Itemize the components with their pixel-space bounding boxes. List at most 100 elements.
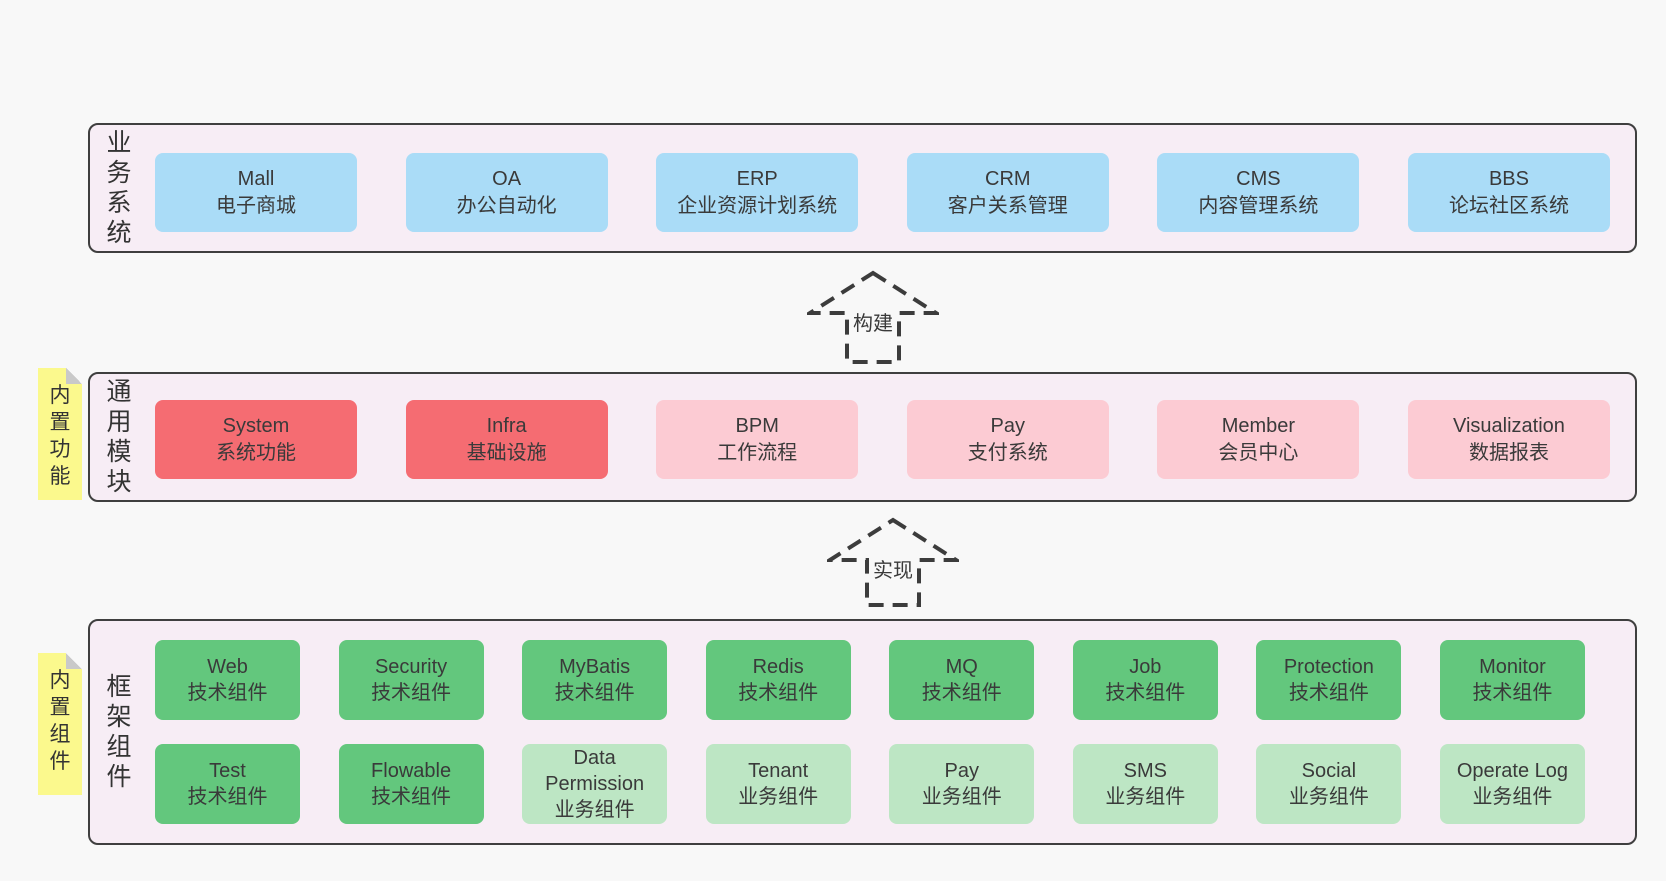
box-crm: CRM 客户关系管理	[906, 153, 1109, 232]
box-subtitle: 支付系统	[967, 441, 1048, 464]
box-title: Operate Log	[1456, 760, 1569, 782]
box-title: MQ	[945, 656, 978, 678]
panel-title-business: 业务系统	[106, 129, 132, 247]
panel-title-modules: 通用模块	[106, 378, 132, 496]
box-title: Test	[209, 760, 246, 782]
box-title: Redis	[752, 656, 804, 678]
build-arrow: 构建	[807, 270, 939, 364]
box-bbs: BBS 论坛社区系统	[1407, 153, 1610, 232]
box-redis: Redis 技术组件	[705, 640, 851, 720]
business-systems-panel: 业务系统 Mall 电子商城 OA 办公自动化 ERP 企业资源计划系统 CRM…	[88, 123, 1637, 253]
box-subtitle: 技术组件	[371, 786, 452, 808]
box-title: Security	[374, 656, 448, 678]
box-title: Job	[1129, 656, 1162, 678]
box-pay-business: Pay 业务组件	[889, 744, 1035, 824]
dashed-up-arrow-icon	[807, 270, 939, 364]
box-subtitle: 论坛社区系统	[1448, 194, 1569, 217]
box-subtitle: 内容管理系统	[1198, 194, 1319, 217]
dashed-up-arrow-icon	[827, 517, 959, 607]
box-title: Flowable	[371, 760, 452, 782]
sticky-label: 内置功能	[49, 384, 71, 488]
box-infra: Infra 基础设施	[405, 400, 608, 479]
box-subtitle: 业务组件	[1288, 786, 1369, 808]
box-mall: Mall 电子商城	[155, 153, 357, 232]
box-title: Web	[207, 656, 248, 678]
box-data-permission: Data Permission 业务组件	[522, 744, 668, 824]
box-tenant: Tenant 业务组件	[705, 744, 851, 824]
box-cms: CMS 内容管理系统	[1157, 153, 1360, 232]
box-title: System	[222, 414, 290, 437]
box-title: Protection	[1283, 656, 1374, 678]
panel-title-components: 框架组件	[106, 673, 132, 791]
box-mybatis: MyBatis 技术组件	[522, 640, 668, 720]
box-protection: Protection 技术组件	[1256, 640, 1402, 720]
box-subtitle: 电子商城	[216, 194, 296, 217]
box-title: Member	[1221, 414, 1296, 437]
box-mq: MQ 技术组件	[889, 640, 1035, 720]
box-title: Data Permission	[545, 747, 645, 795]
box-title: BBS	[1488, 167, 1529, 190]
box-member: Member 会员中心	[1157, 400, 1360, 479]
box-subtitle: 会员中心	[1218, 441, 1299, 464]
box-subtitle: 基础设施	[466, 441, 547, 464]
common-modules-panel: 通用模块 System 系统功能 Infra 基础设施 BPM 工作流程 Pay…	[88, 372, 1637, 502]
box-subtitle: 数据报表	[1468, 441, 1549, 464]
box-title: Pay	[990, 414, 1026, 437]
implement-arrow: 实现	[827, 517, 959, 607]
box-job: Job 技术组件	[1072, 640, 1218, 720]
box-subtitle: 业务组件	[1472, 786, 1553, 808]
box-bpm: BPM 工作流程	[656, 400, 859, 479]
sticky-note-builtin-components: 内置组件	[38, 653, 82, 795]
box-social: Social 业务组件	[1256, 744, 1402, 824]
box-subtitle: 技术组件	[187, 682, 268, 704]
box-subtitle: 技术组件	[1472, 682, 1553, 704]
box-title: Social	[1301, 760, 1357, 782]
sticky-label: 内置组件	[49, 669, 71, 773]
box-title: Monitor	[1479, 656, 1546, 678]
build-arrow-label: 构建	[850, 312, 896, 336]
box-subtitle: 业务组件	[1105, 786, 1186, 808]
box-monitor: Monitor 技术组件	[1439, 640, 1585, 720]
box-sms: SMS 业务组件	[1072, 744, 1218, 824]
box-title: Infra	[486, 414, 527, 437]
box-title: CRM	[985, 167, 1031, 190]
box-title: Pay	[944, 760, 979, 782]
box-title: OA	[492, 167, 522, 190]
box-subtitle: 技术组件	[554, 682, 635, 704]
box-visualization: Visualization 数据报表	[1407, 400, 1610, 479]
folded-corner-icon	[66, 368, 82, 384]
box-title: CMS	[1236, 167, 1281, 190]
sticky-note-builtin-features: 内置功能	[38, 368, 82, 500]
box-title: Mall	[237, 167, 275, 190]
box-title: MyBatis	[559, 656, 631, 678]
box-subtitle: 技术组件	[187, 786, 268, 808]
box-web: Web 技术组件	[155, 640, 300, 720]
framework-components-panel: 框架组件 Web 技术组件 Security 技术组件 MyBatis 技术组件…	[88, 619, 1637, 845]
box-title: ERP	[736, 167, 778, 190]
box-operate-log: Operate Log 业务组件	[1439, 744, 1585, 824]
box-security: Security 技术组件	[338, 640, 484, 720]
box-subtitle: 工作流程	[717, 441, 798, 464]
box-erp: ERP 企业资源计划系统	[656, 153, 859, 232]
box-title: Visualization	[1453, 414, 1565, 437]
box-test: Test 技术组件	[155, 744, 300, 824]
box-subtitle: 技术组件	[371, 682, 452, 704]
box-title: Tenant	[748, 760, 809, 782]
box-subtitle: 业务组件	[738, 786, 819, 808]
box-subtitle: 企业资源计划系统	[677, 194, 838, 217]
implement-arrow-label: 实现	[870, 559, 916, 583]
box-title: BPM	[735, 414, 779, 437]
box-subtitle: 客户关系管理	[947, 194, 1068, 217]
box-pay: Pay 支付系统	[906, 400, 1109, 479]
box-subtitle: 技术组件	[1288, 682, 1369, 704]
box-system: System 系统功能	[155, 400, 357, 479]
folded-corner-icon	[66, 653, 82, 669]
box-subtitle: 技术组件	[738, 682, 819, 704]
box-title: SMS	[1123, 760, 1167, 782]
box-subtitle: 业务组件	[554, 799, 635, 821]
box-subtitle: 技术组件	[1105, 682, 1186, 704]
box-subtitle: 技术组件	[921, 682, 1002, 704]
box-oa: OA 办公自动化	[405, 153, 608, 232]
box-flowable: Flowable 技术组件	[338, 744, 484, 824]
